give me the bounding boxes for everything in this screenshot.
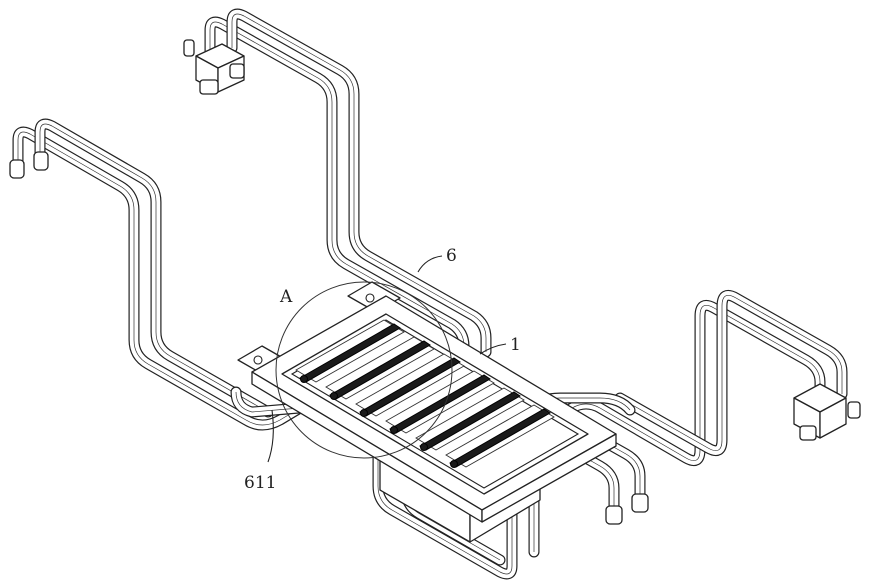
leader-611 [268,410,273,462]
channel-port [421,444,428,451]
channel-port [361,410,368,417]
label-1: 1 [510,335,521,355]
channel-port [451,461,458,468]
label-a: A [279,287,293,307]
label-611: 611 [244,473,276,493]
channel-port [331,393,338,400]
label-6: 6 [446,246,457,266]
fitting-right [794,384,860,440]
channel-port [391,427,398,434]
channel-port [301,376,308,383]
leader-6 [418,256,442,272]
